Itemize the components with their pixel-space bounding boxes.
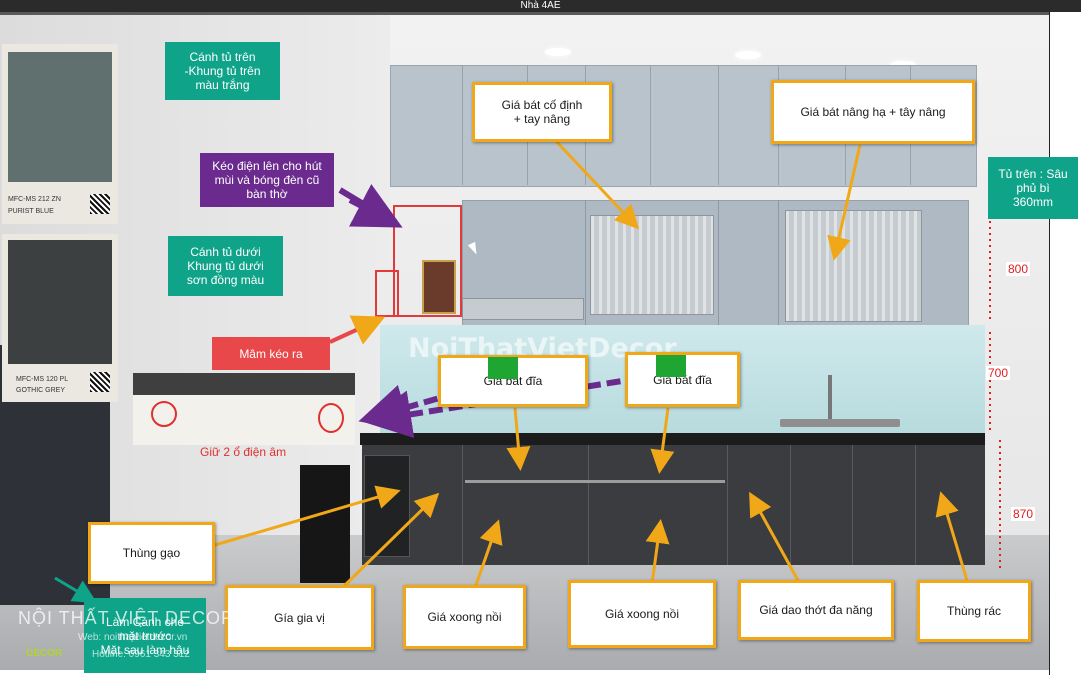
window-title-bar: Nhà 4AE: [0, 0, 1081, 12]
circle-mark: [151, 401, 177, 427]
viewer-right-margin: [1049, 12, 1081, 675]
material-name: PURIST BLUE: [8, 208, 54, 215]
lower-cabinet: [362, 445, 985, 565]
water-dispenser: [300, 465, 350, 583]
title-underline: [0, 12, 1049, 15]
material-code: MFC-MS 212 ZN: [8, 196, 61, 203]
fixed-rack-callout: Giá bát cố định + tay nâng: [472, 82, 612, 142]
circle-mark: [318, 403, 344, 433]
altar-shelf: [422, 260, 456, 314]
lower-door-callout: Cánh tủ dưới Khung tủ dưới sơn đồng màu: [168, 236, 283, 296]
material-swatch-card: MFC-MS 212 ZN PURIST BLUE: [2, 44, 118, 224]
upper-door-callout: Cánh tủ trên -Khung tủ trên màu trắng: [165, 42, 280, 100]
brand-logo: DECOR: [26, 648, 63, 659]
outlet-note: Giữ 2 ổ điện âm: [200, 445, 287, 459]
panel-divider: [462, 65, 463, 185]
brand-website: Web: noithatvietdecor.vn: [78, 632, 188, 643]
qr-code-icon: [90, 194, 110, 214]
spice-rack-callout: Gía gia vị: [225, 585, 374, 650]
ceiling-light: [545, 48, 571, 56]
dimension-upper: 800: [1006, 262, 1031, 276]
pot-rack-callout-2: Giá xoong nồi: [568, 580, 716, 648]
panel-divider: [718, 65, 719, 185]
built-in-oven: [364, 455, 410, 557]
drawer-handle: [465, 480, 725, 483]
knife-rack-callout: Giá dao thớt đa năng: [738, 580, 894, 640]
material-swatch-color: [8, 240, 112, 364]
qr-code-icon: [90, 372, 110, 392]
sink: [780, 419, 900, 427]
faucet: [828, 375, 832, 419]
altar-area-highlight: [375, 270, 399, 317]
outlet-photo: [133, 373, 355, 445]
cover-callout: Làm Cánh che mặt trước Mặt sau làm hậu: [84, 598, 206, 673]
material-swatch-card: MFC-MS 120 PL GOTHIC GREY: [2, 234, 118, 402]
range-hood: [462, 298, 584, 320]
panel-divider: [718, 200, 719, 325]
panel-divider: [585, 200, 586, 325]
material-code: MFC-MS 120 PL: [16, 376, 69, 383]
panel-divider: [790, 445, 791, 565]
panel-divider: [462, 445, 463, 565]
green-marker: [488, 357, 518, 379]
fixed-dish-rack: [590, 215, 714, 315]
material-swatch-color: [8, 52, 112, 182]
material-name: GOTHIC GREY: [16, 387, 66, 394]
dimension-middle: 700: [986, 366, 1011, 380]
ceiling-light: [735, 51, 761, 59]
upper-depth-callout: Tủ trên : Sâu phủ bì 360mm: [988, 157, 1078, 219]
pot-rack-callout-1: Giá xoong nồi: [403, 585, 526, 649]
panel-divider: [727, 445, 728, 565]
countertop: [360, 433, 985, 445]
tray-callout: Mâm kéo ra: [212, 337, 330, 370]
altar-area-highlight: [393, 205, 462, 317]
lift-dish-rack: [785, 210, 922, 322]
lift-rack-callout: Giá bát nâng hạ + tây nâng: [771, 80, 975, 144]
electric-callout: Kéo điện lên cho hút mùi và bóng đèn cũ …: [200, 153, 334, 207]
panel-divider: [778, 200, 779, 325]
rice-bin-callout: Thùng gạo: [88, 522, 215, 584]
trash-bin-callout: Thùng rác: [917, 580, 1031, 642]
window-title: Nhà 4AE: [520, 0, 561, 11]
panel-divider: [852, 445, 853, 565]
brand-name: NỘI THẤT VIỆT DECOR: [18, 608, 236, 628]
panel-divider: [650, 65, 651, 185]
brand-hotline: Hotline: 0961 343 312: [92, 649, 190, 660]
dimension-lower: 870: [1011, 507, 1036, 521]
green-marker: [656, 355, 686, 377]
panel-divider: [915, 445, 916, 565]
panel-divider: [588, 445, 589, 565]
